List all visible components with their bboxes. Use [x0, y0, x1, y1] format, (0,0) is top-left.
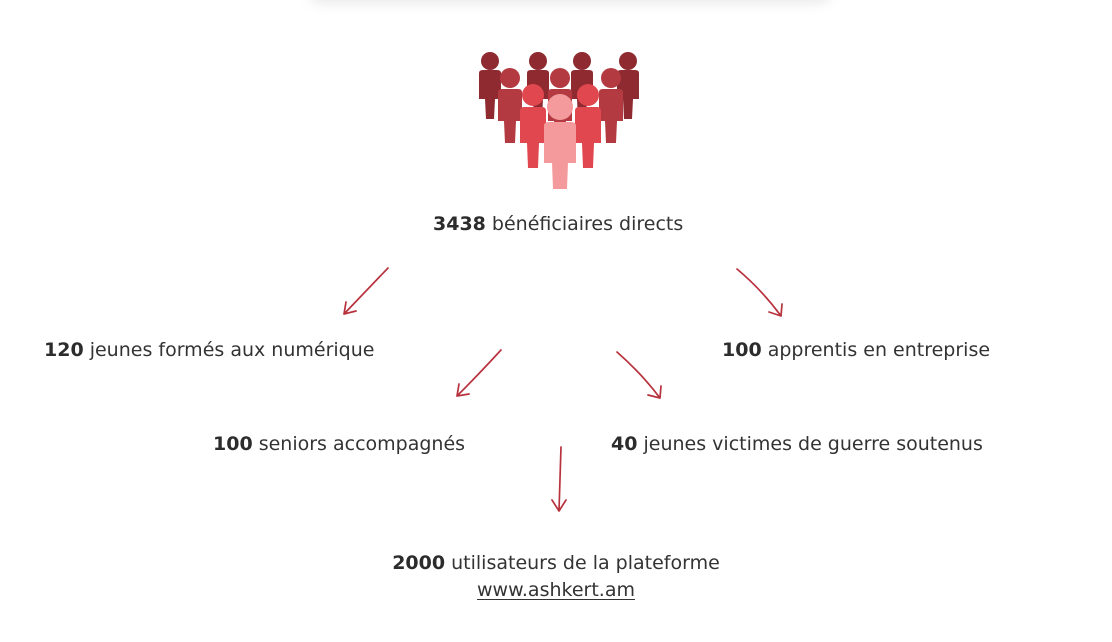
website-link[interactable]: www.ashkert.am — [477, 579, 635, 601]
website-link-container: www.ashkert.am — [0, 578, 1112, 602]
stat-number: 2000 — [392, 552, 446, 574]
stat-label: seniors accompagnés — [252, 433, 466, 455]
stat-label: jeunes formés aux numérique — [83, 339, 375, 361]
stat-platform-users: 2000 utilisateurs de la plateforme — [0, 551, 1112, 575]
arrow-to-digital-training — [343, 267, 389, 315]
stat-label: apprentis en entreprise — [761, 339, 991, 361]
stat-apprentices: 100 apprentis en entreprise — [722, 338, 990, 362]
arrow-to-apprentices — [736, 268, 783, 317]
group-of-people-icon — [479, 52, 639, 189]
total-beneficiaries: 3438 bénéficiaires directs — [433, 212, 683, 236]
arrow-to-seniors — [456, 349, 502, 397]
stat-number: 100 — [213, 433, 253, 455]
arrow-to-war-victims — [616, 351, 662, 399]
stat-seniors: 100 seniors accompagnés — [213, 432, 465, 456]
stat-war-victims: 40 jeunes victimes de guerre soutenus — [611, 432, 983, 456]
stat-digital-training: 120 jeunes formés aux numérique — [44, 338, 374, 362]
stat-number: 100 — [722, 339, 762, 361]
stat-label: jeunes victimes de guerre soutenus — [637, 433, 983, 455]
total-beneficiaries-number: 3438 — [433, 213, 486, 235]
total-beneficiaries-label: bénéficiaires directs — [485, 213, 684, 235]
stat-label: utilisateurs de la plateforme — [445, 552, 720, 574]
arrow-to-platform-users — [551, 446, 567, 512]
stat-number: 120 — [44, 339, 84, 361]
stat-number: 40 — [611, 433, 638, 455]
